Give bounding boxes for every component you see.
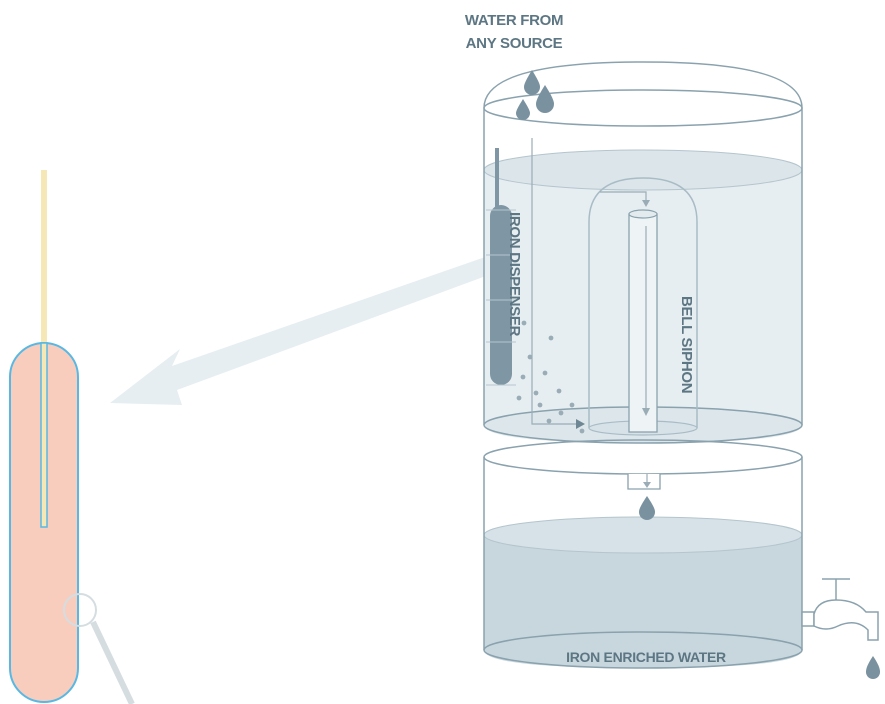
iron-dispenser-label: IRON DISPENSER <box>506 212 523 337</box>
iron-dispenser <box>486 148 516 386</box>
faucet-drop <box>866 656 880 679</box>
source-label-line1: WATER FROM <box>465 12 563 29</box>
tank-dome <box>483 61 803 109</box>
iron-rod <box>9 170 97 703</box>
siphon-pipe <box>628 213 658 433</box>
faucet <box>801 578 880 679</box>
rod-inner-channel <box>40 342 48 528</box>
bell-siphon-bell <box>588 177 698 428</box>
inflow-drops <box>516 70 554 120</box>
outlet-nozzle <box>627 474 661 490</box>
source-label-line2: ANY SOURCE <box>466 35 563 52</box>
upper-tank <box>483 61 803 444</box>
lower-water-surface <box>483 516 803 554</box>
inflow-line <box>531 138 578 425</box>
zoom-circle <box>63 593 97 627</box>
lower-tank <box>483 439 803 669</box>
output-label: IRON ENRICHED WATER <box>566 649 726 665</box>
zoom-pointer-line <box>90 620 135 704</box>
bell-siphon-label: BELL SIPHON <box>678 296 695 393</box>
iron-particles <box>516 320 585 434</box>
outlet-drop <box>639 496 655 520</box>
tank-rim-top <box>483 89 803 127</box>
pointer-arrow <box>110 256 494 405</box>
rod-wire <box>41 170 47 346</box>
